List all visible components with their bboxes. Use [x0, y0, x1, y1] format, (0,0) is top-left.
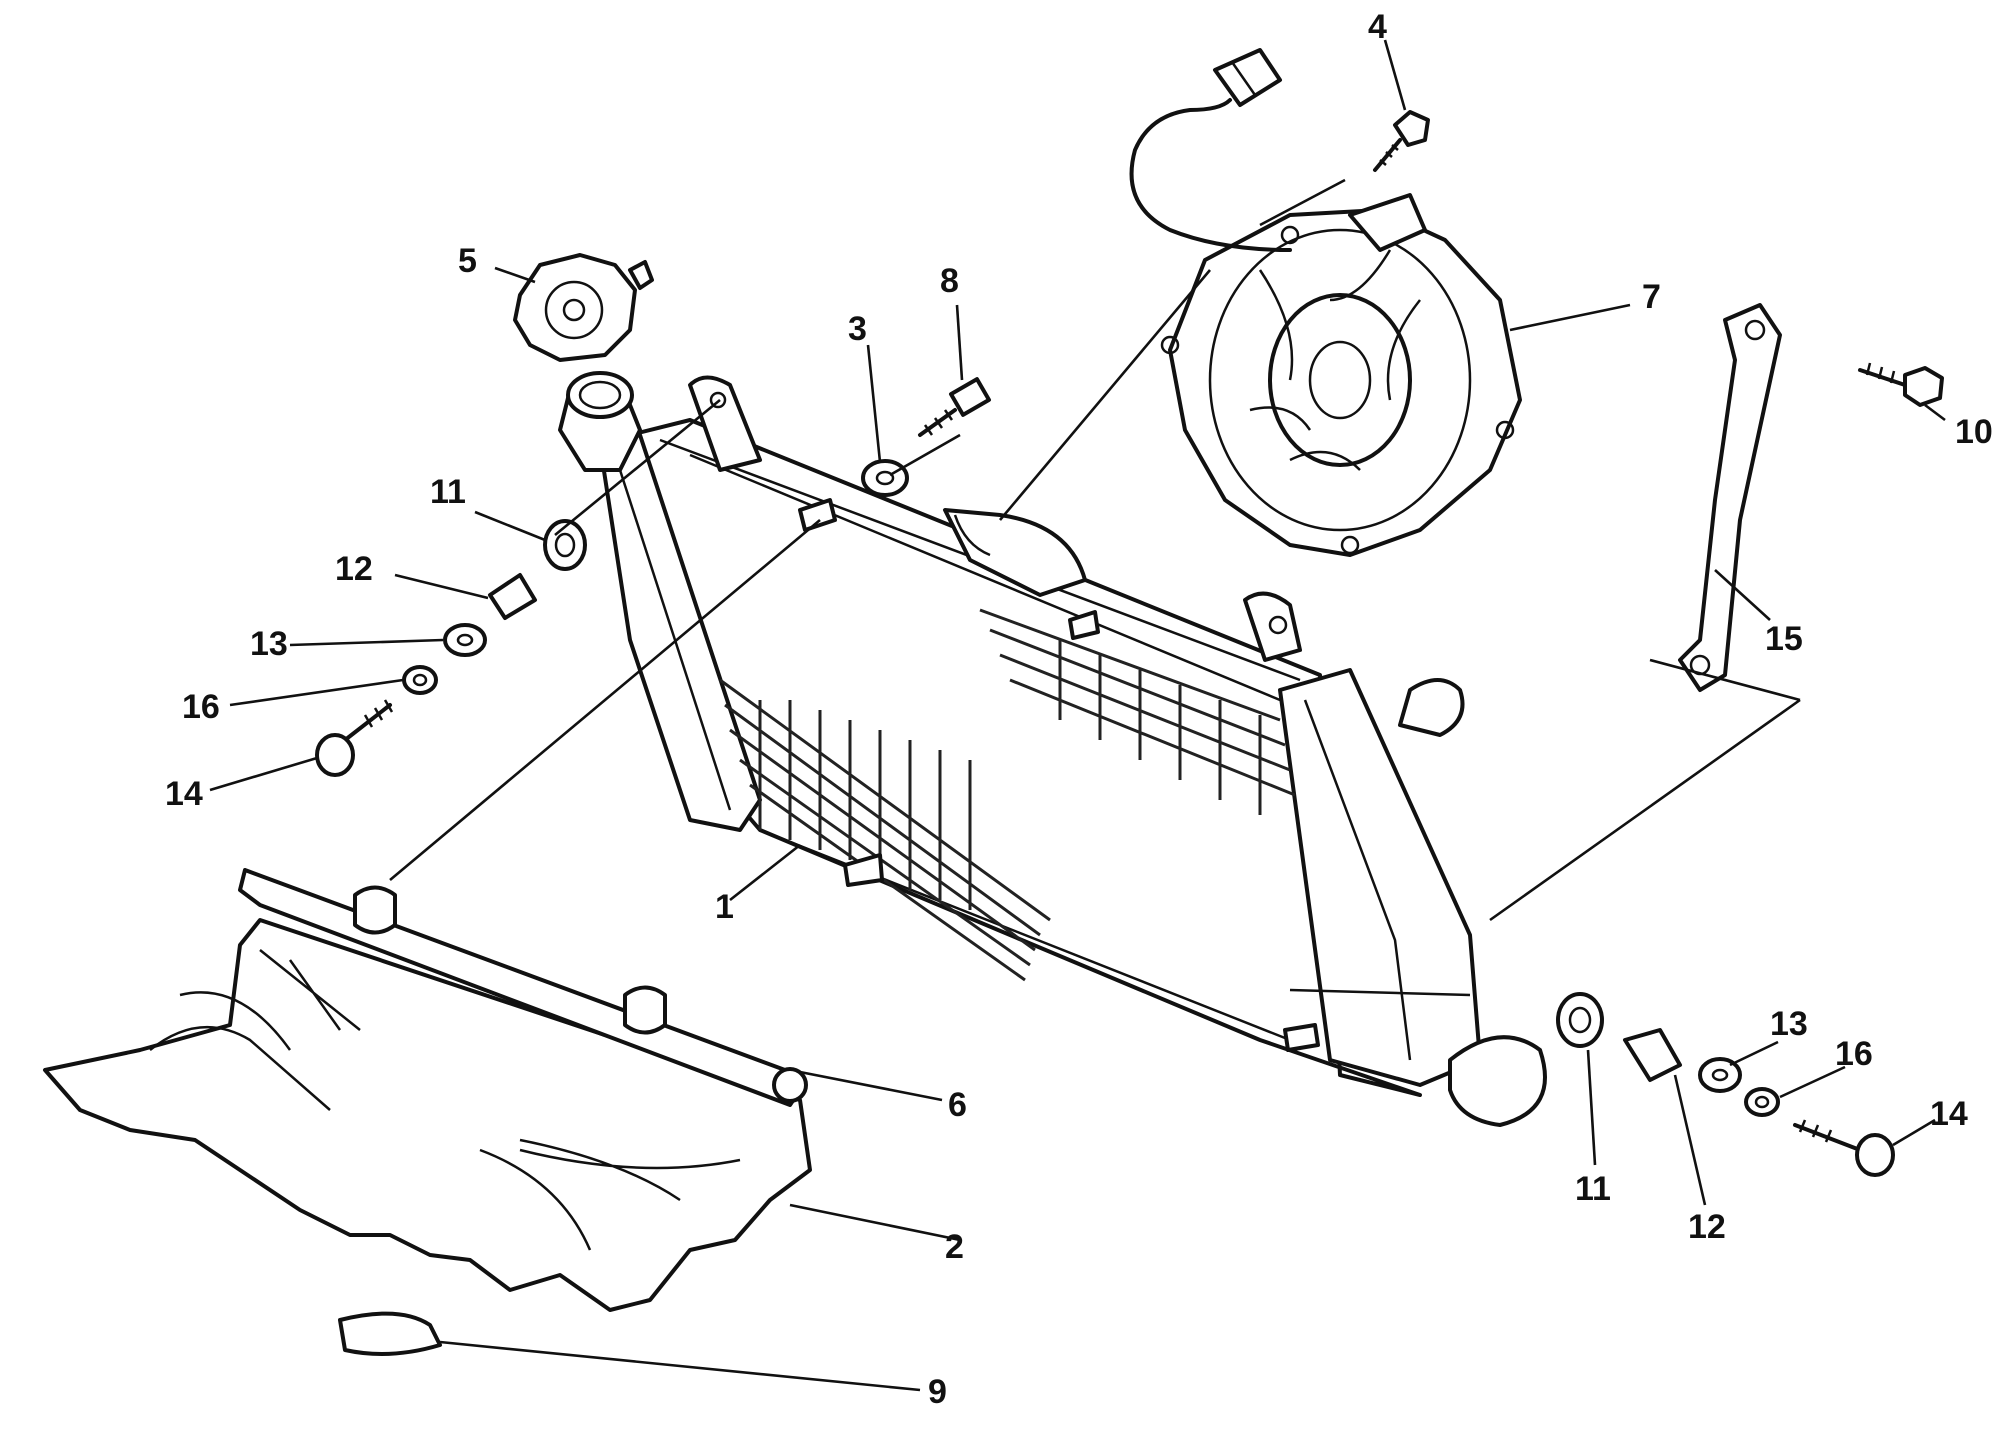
radiator-cap: [513, 253, 654, 362]
left-washer-13: [443, 623, 487, 657]
callout-16-right: 16: [1835, 1035, 1873, 1073]
callout-3: 3: [848, 310, 867, 348]
washer-3: [861, 459, 909, 497]
left-collar-12: [488, 573, 537, 620]
callout-labels: 1 2 3 4 5 6 7 8 9 10 11 11 12 12 13 13 1…: [165, 8, 1993, 1411]
callout-10: 10: [1955, 413, 1993, 451]
screw-8: [918, 377, 991, 437]
callout-4: 4: [1368, 8, 1387, 46]
right-washer-13: [1698, 1057, 1742, 1093]
right-bolt-14: [1793, 1119, 1895, 1177]
callout-16-left: 16: [182, 688, 220, 726]
callout-15: 15: [1765, 620, 1803, 658]
callout-1: 1: [715, 888, 734, 926]
callout-13-left: 13: [250, 625, 288, 663]
callout-12-left: 12: [335, 550, 373, 588]
fan-bolt: [1373, 110, 1430, 172]
callout-11-right: 11: [1575, 1170, 1611, 1208]
right-collar-12: [1623, 1028, 1682, 1082]
shroud-rail-6: [238, 868, 808, 1107]
clip-9: [338, 1311, 442, 1356]
callout-5: 5: [458, 242, 477, 280]
left-bolt-14: [315, 699, 394, 777]
bolt-10: [1858, 362, 1944, 407]
cooling-fan: [1129, 48, 1522, 557]
callout-12-right: 12: [1688, 1208, 1726, 1246]
radiator-fins: [719, 608, 1296, 982]
callout-8: 8: [940, 262, 959, 300]
right-washer-16: [1744, 1087, 1780, 1117]
left-grommet-11: [543, 519, 587, 571]
assembly-lines: [389, 178, 1801, 922]
callout-2: 2: [945, 1228, 964, 1266]
lower-shroud-2: [43, 918, 812, 1312]
right-grommet-11: [1556, 992, 1604, 1048]
callout-14-left: 14: [165, 775, 203, 813]
callout-9: 9: [928, 1373, 947, 1411]
radiator-core: [558, 371, 1547, 1127]
callout-6: 6: [948, 1086, 967, 1124]
callout-13-right: 13: [1770, 1005, 1808, 1043]
callout-leaders: [209, 39, 1946, 1392]
callout-11-left: 11: [430, 473, 466, 511]
left-washer-16: [402, 665, 438, 695]
callout-7: 7: [1642, 278, 1661, 316]
callout-14-right: 14: [1930, 1095, 1968, 1133]
